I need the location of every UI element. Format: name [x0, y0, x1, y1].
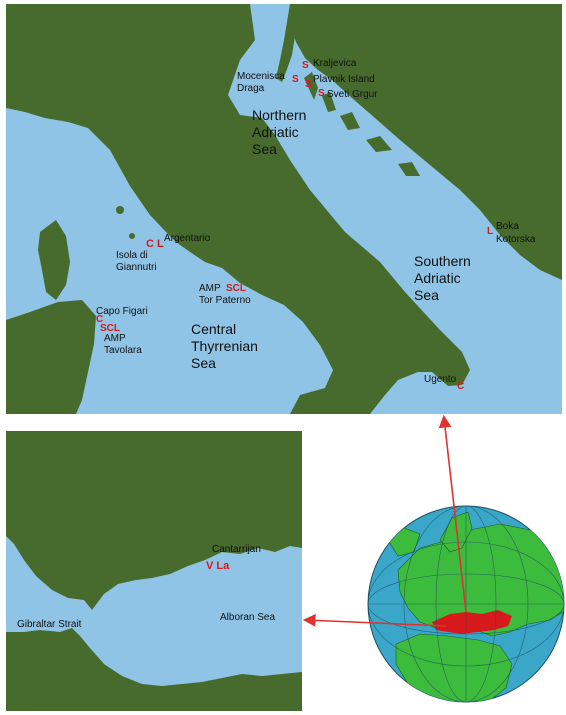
arrow-to-top-map [438, 414, 467, 613]
southern-adriatic-label: Southern Adriatic Sea [414, 253, 475, 303]
tavolara-marker: SCL [100, 323, 120, 334]
plavnik-label: Plavnik Island [313, 74, 375, 85]
globe-highlight [432, 610, 512, 634]
giannutri-label: Isola di Giannutri [116, 250, 157, 273]
gibraltar-label: Gibraltar Strait [17, 619, 82, 630]
sveti-label: Sveti Grgur [327, 89, 378, 100]
spain-land [6, 431, 302, 610]
elba-island [116, 206, 124, 214]
boka-label: Boka Kotorska [496, 221, 536, 245]
kraljevica-marker: S [302, 60, 309, 71]
plavnik-marker: S [305, 79, 312, 90]
boka-marker: L [487, 226, 493, 237]
balkans-land [290, 4, 562, 280]
croatian-islands [304, 72, 420, 176]
mocenisca-label: Mocenisca Draga [237, 71, 288, 94]
sveti-marker: S [318, 88, 325, 99]
globe-icon [367, 505, 565, 703]
argentario-label: Argentario [164, 233, 211, 244]
torpaterno-marker: SCL [226, 283, 246, 294]
morocco-land [6, 628, 302, 711]
capofigari-marker: C [96, 314, 103, 325]
ugento-marker: C [457, 381, 464, 392]
tavolara-label: AMP Tavolara [104, 333, 142, 356]
northern-adriatic-label: Northern Adriatic Sea [252, 107, 310, 157]
central-thyrrenian-label: Central Thyrrenian Sea [191, 321, 262, 371]
istria-land [276, 4, 300, 82]
capofigari-label: Capo Figari [96, 306, 148, 317]
sardinia-land [6, 300, 96, 414]
italy-land [6, 4, 470, 414]
argentario-marker: C L [146, 238, 164, 250]
torpaterno-label: AMP Tor Paterno [199, 283, 251, 306]
ugento-label: Ugento [424, 374, 457, 385]
mocenisca-marker: S [292, 74, 299, 85]
bottom-map: Cantarrijan V La Gibraltar Strait Albora… [6, 431, 302, 711]
giannutri-island [129, 233, 135, 239]
cantarrijan-label: Cantarrijan [212, 544, 261, 555]
kraljevica-label: Kraljevica [313, 58, 357, 69]
corsica-land [38, 220, 70, 300]
alboran-label: Alboran Sea [220, 612, 275, 623]
top-map: Northern Adriatic Sea Southern Adriatic … [6, 4, 562, 414]
arrow-to-bottom-map [302, 614, 447, 627]
cantarrijan-marker: V La [206, 560, 230, 572]
